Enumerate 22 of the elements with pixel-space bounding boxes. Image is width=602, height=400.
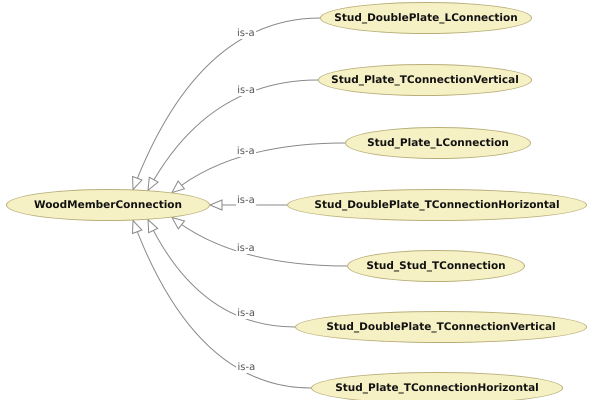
arrow — [132, 18, 320, 190]
class-ellipse: Stud_Stud_TConnection — [347, 250, 525, 282]
edge-label: is-a — [236, 362, 256, 373]
edge-label: is-a — [236, 195, 256, 206]
edge-label: is-a — [236, 146, 256, 157]
arrow — [148, 80, 318, 191]
edge-label: is-a — [236, 84, 256, 96]
edge-label: is-a — [236, 28, 256, 39]
edge-label: is-a — [236, 308, 256, 320]
arrow — [148, 219, 296, 328]
class-ellipse: Stud_Plate_TConnectionHorizontal — [311, 372, 563, 400]
class-ellipse: Stud_DoublePlate_TConnectionHorizontal — [287, 189, 587, 221]
class-ellipse: WoodMemberConnection — [6, 189, 210, 221]
class-ellipse: Stud_Plate_LConnection — [345, 127, 531, 159]
class-ellipse: Stud_Plate_TConnectionVertical — [318, 64, 532, 96]
arrow — [210, 200, 288, 210]
arrow — [172, 142, 346, 194]
class-ellipse: Stud_DoublePlate_LConnection — [320, 2, 532, 34]
arrow — [132, 220, 312, 388]
class-ellipse: Stud_DoublePlate_TConnectionVertical — [295, 311, 587, 343]
arrow — [172, 216, 348, 266]
edge-label: is-a — [236, 243, 256, 254]
